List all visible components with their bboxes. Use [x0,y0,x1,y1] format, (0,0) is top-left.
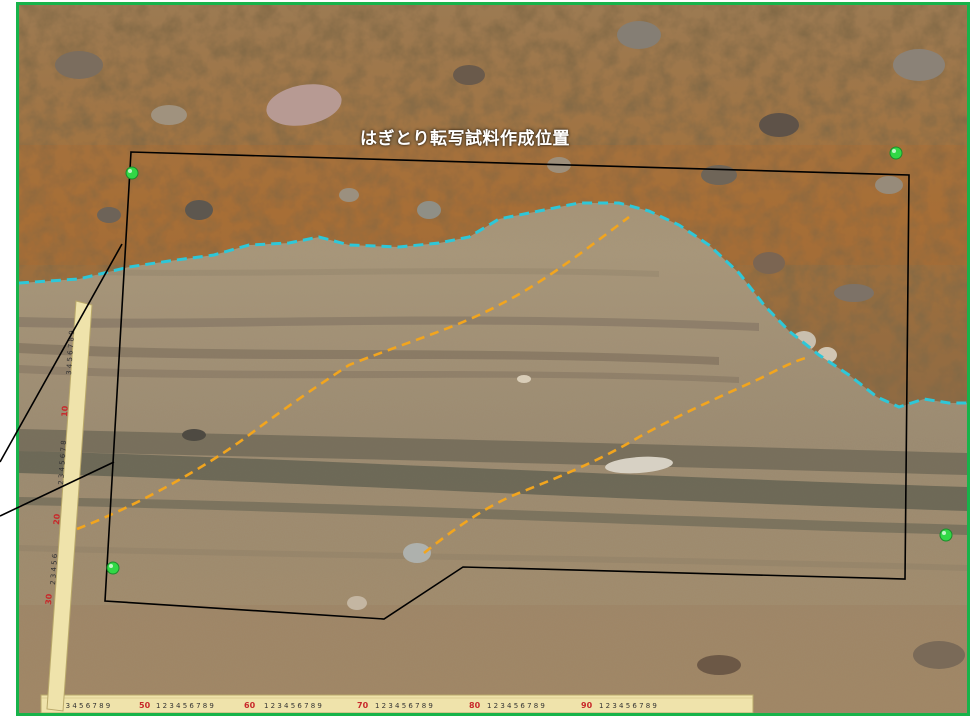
svg-text:2 3 4 5 6 7 8 9: 2 3 4 5 6 7 8 9 [59,702,110,710]
svg-text:1 2 3 4 5 6 7 8 9: 1 2 3 4 5 6 7 8 9 [156,702,214,710]
photo-frame: 2 3 4 5 6 7 8 9 50 1 2 3 4 5 6 7 8 9 60 … [16,2,970,716]
survey-pin-icon [939,528,953,542]
svg-text:30: 30 [44,593,54,605]
cross-bedding-line-upper [76,215,630,531]
svg-text:60: 60 [244,701,256,710]
svg-text:80: 80 [469,701,481,710]
outcrop-photo: 2 3 4 5 6 7 8 9 50 1 2 3 4 5 6 7 8 9 60 … [19,5,967,713]
layer-boundary-line [19,201,967,409]
sample-location-caption: はぎとり転写試料作成位置 [360,129,570,149]
svg-text:20: 20 [52,513,62,525]
pebble [517,375,531,383]
svg-text:1 2 3 4 5 6 7 8 9: 1 2 3 4 5 6 7 8 9 [487,702,545,710]
svg-text:90: 90 [581,701,593,710]
pebble [347,596,367,610]
horizontal-ruler: 2 3 4 5 6 7 8 9 50 1 2 3 4 5 6 7 8 9 60 … [40,694,754,713]
pebble [403,543,431,563]
svg-text:10: 10 [60,405,70,417]
svg-text:70: 70 [357,701,369,710]
survey-pin-icon [125,166,139,180]
pebble [697,655,741,675]
pebble [913,641,965,669]
pebble [182,429,206,441]
survey-pin-icon [889,146,903,160]
cross-bedding-line-lower [423,355,810,555]
svg-text:1 2 3 4 5 6 7 8 9: 1 2 3 4 5 6 7 8 9 [375,702,433,710]
sample-location-outline [104,151,910,620]
svg-text:1 2 3 4 5 6 7 8 9: 1 2 3 4 5 6 7 8 9 [599,702,657,710]
survey-pin-icon [106,561,120,575]
pebble [605,456,673,474]
svg-text:50: 50 [139,701,151,710]
svg-text:2 3 4 5 6: 2 3 4 5 6 [49,553,59,585]
svg-text:1 2 3 4 5 6 7 8 9: 1 2 3 4 5 6 7 8 9 [264,702,322,710]
